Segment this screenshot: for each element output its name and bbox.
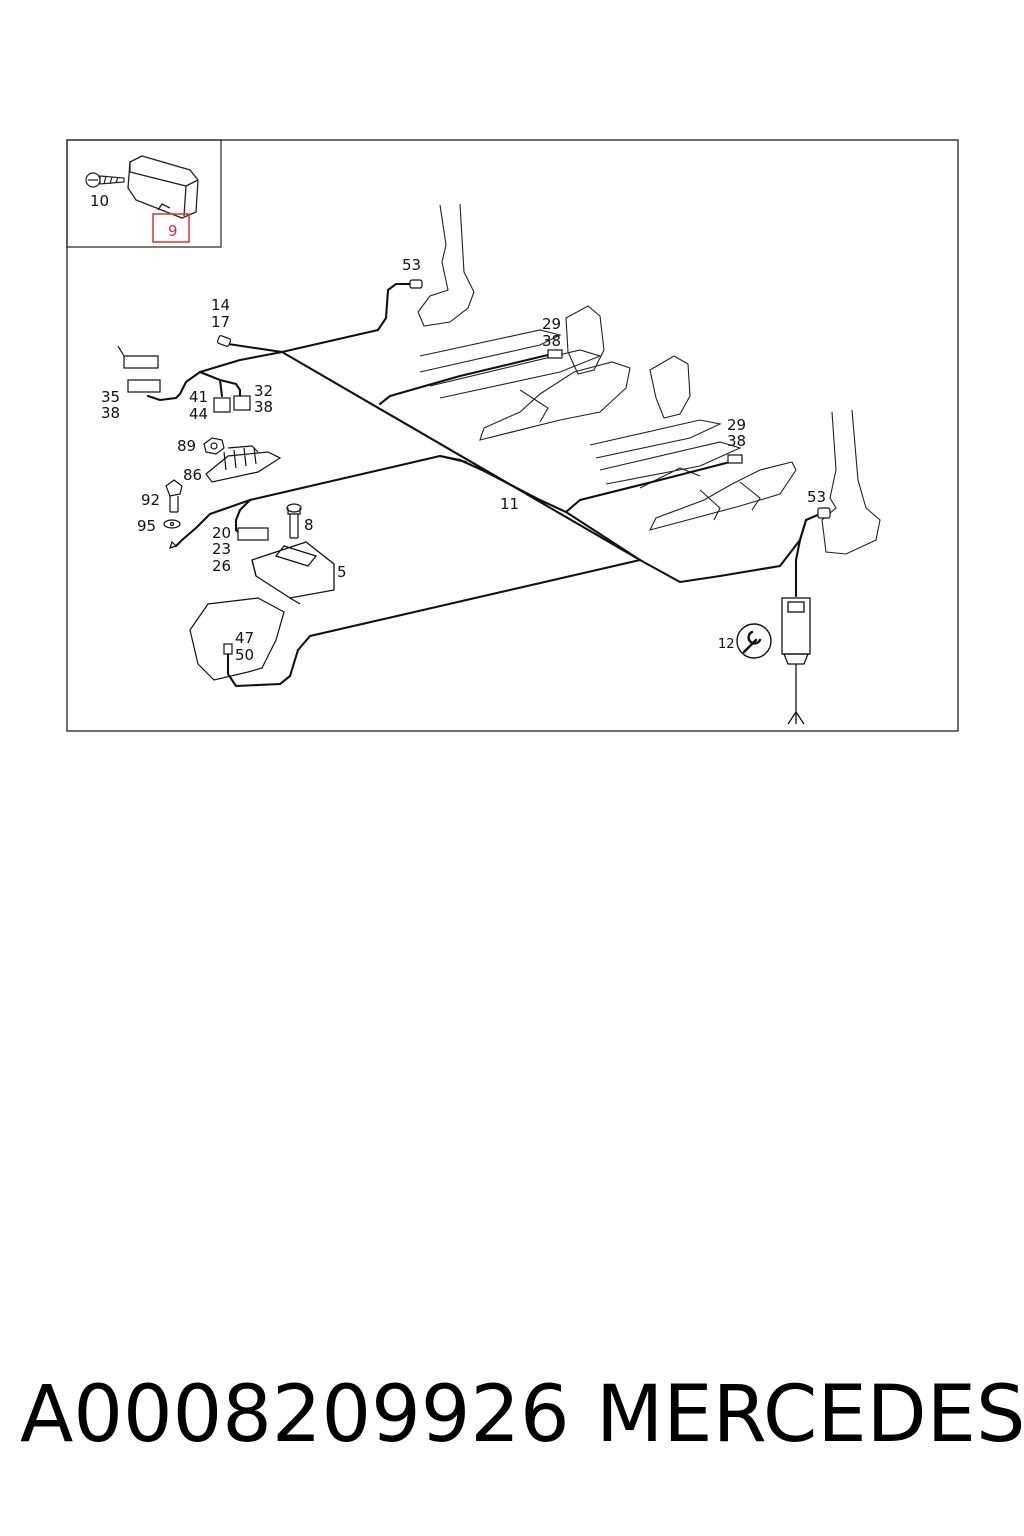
part-number: A0008209926 bbox=[20, 1370, 570, 1460]
callout-8: 8 bbox=[304, 516, 314, 534]
callout-89: 89 bbox=[177, 437, 196, 455]
callout-53: 53 bbox=[807, 488, 826, 506]
callout-29: 29 bbox=[727, 416, 746, 434]
callout-86: 86 bbox=[183, 466, 202, 484]
callout-23: 23 bbox=[212, 540, 231, 558]
callout-10: 10 bbox=[90, 192, 109, 210]
callout-14: 14 bbox=[211, 296, 230, 314]
connectors bbox=[117, 279, 831, 655]
callout-5: 5 bbox=[337, 563, 347, 581]
callout-9: 9 bbox=[168, 222, 178, 240]
callout-29: 29 bbox=[542, 315, 561, 333]
wiring-harness-diagram: 10 9 53 14 17 29 38 35 38 41 44 32 38 89… bbox=[66, 139, 959, 732]
callout-92: 92 bbox=[141, 491, 160, 509]
callout-32: 32 bbox=[254, 382, 273, 400]
callout-38: 38 bbox=[101, 404, 120, 422]
fasteners bbox=[163, 437, 302, 549]
module-box-icon bbox=[251, 541, 335, 605]
callout-38: 38 bbox=[254, 398, 273, 416]
brand-name: MERCEDES bbox=[596, 1370, 1024, 1460]
screw-icon bbox=[85, 172, 125, 188]
cover-panel-icon bbox=[189, 597, 285, 681]
callout-11: 11 bbox=[500, 495, 519, 513]
callout-95: 95 bbox=[137, 517, 156, 535]
callout-47: 47 bbox=[235, 629, 254, 647]
diagram-frame bbox=[66, 139, 959, 732]
highlight-box bbox=[152, 213, 190, 243]
wrench-icon bbox=[736, 623, 772, 659]
callout-26: 26 bbox=[212, 557, 231, 575]
callout-41: 41 bbox=[189, 388, 208, 406]
callout-35: 35 bbox=[101, 388, 120, 406]
callout-50: 50 bbox=[235, 646, 254, 664]
callout-38: 38 bbox=[542, 332, 561, 350]
callout-20: 20 bbox=[212, 524, 231, 542]
diagnostic-adapter-icon bbox=[781, 597, 811, 725]
control-unit-icon bbox=[127, 155, 199, 219]
callout-44: 44 bbox=[189, 405, 208, 423]
inset-frame bbox=[66, 139, 222, 248]
callout-38: 38 bbox=[727, 432, 746, 450]
callout-12: 12 bbox=[718, 637, 735, 652]
callout-53: 53 bbox=[402, 256, 421, 274]
harness-wires bbox=[146, 282, 822, 688]
callout-17: 17 bbox=[211, 313, 230, 331]
